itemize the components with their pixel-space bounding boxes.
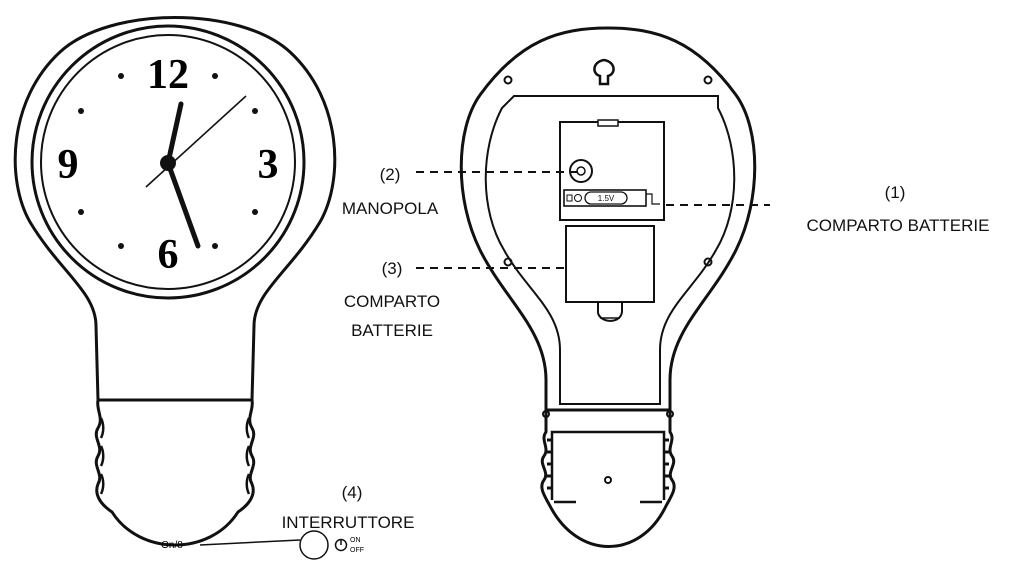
clock-numeral-12: 12 xyxy=(147,52,189,98)
back-clock xyxy=(459,26,757,548)
battery-cell-label: 1.5V xyxy=(598,194,615,203)
clock-face-outer-ring xyxy=(30,24,306,300)
front-screw-base xyxy=(94,399,256,547)
callout-2-number: (2) xyxy=(380,165,401,184)
battery-contact-icon xyxy=(574,194,582,202)
adjust-knob-center xyxy=(576,166,586,176)
switch-disc xyxy=(299,530,329,560)
callout-3-number: (3) xyxy=(382,259,403,278)
movement-battery-slot xyxy=(563,189,647,207)
clock-face-inner-ring xyxy=(40,34,296,290)
movement-top-notch xyxy=(597,119,619,127)
callout-leaders xyxy=(199,171,770,546)
switch-small-disc xyxy=(334,538,348,552)
front-clock xyxy=(13,16,337,547)
front-base-label: On/8 xyxy=(161,540,183,551)
callout-4-label: INTERRUTTORE xyxy=(282,513,415,532)
back-bulb-outline xyxy=(459,26,757,412)
lower-battery-compartment xyxy=(565,225,655,303)
clock-numeral-6: 6 xyxy=(158,232,179,278)
callout-2-label: MANOPOLA xyxy=(342,199,439,218)
back-base-inner xyxy=(550,430,666,500)
back-screw-ridges xyxy=(547,438,669,490)
back-screw-holes xyxy=(503,75,713,484)
clock-hour-hand xyxy=(165,160,201,249)
clock-minute-hand xyxy=(165,101,184,166)
callout-1-label: COMPARTO BATTERIE xyxy=(807,216,990,235)
switch-on-label: ON xyxy=(350,537,361,544)
clock-hour-dots xyxy=(78,73,258,249)
clock-numeral-9: 9 xyxy=(58,142,79,188)
leader-4 xyxy=(199,539,301,546)
hang-hole-icon xyxy=(593,58,615,86)
callout-4-number: (4) xyxy=(342,483,363,502)
battery-cell xyxy=(584,191,628,205)
back-screw-base xyxy=(540,410,676,548)
callout-3-label-line2: BATTERIE xyxy=(351,321,433,340)
switch-off-label: OFF xyxy=(350,547,364,554)
callout-1-number: (1) xyxy=(885,183,906,202)
clock-numeral-3: 3 xyxy=(258,142,279,188)
back-inner-panel xyxy=(484,95,736,405)
clock-second-hand xyxy=(145,95,247,188)
callout-3-label-line1: COMPARTO xyxy=(344,292,440,311)
front-bulb-outline xyxy=(13,16,337,402)
battery-minus-mark xyxy=(566,194,573,202)
compartment-latch xyxy=(596,302,623,322)
onoff-switch xyxy=(299,530,348,560)
clock-center-hub xyxy=(160,155,176,171)
battery-plus-icon xyxy=(646,193,660,205)
front-screw-ridges xyxy=(99,417,251,495)
